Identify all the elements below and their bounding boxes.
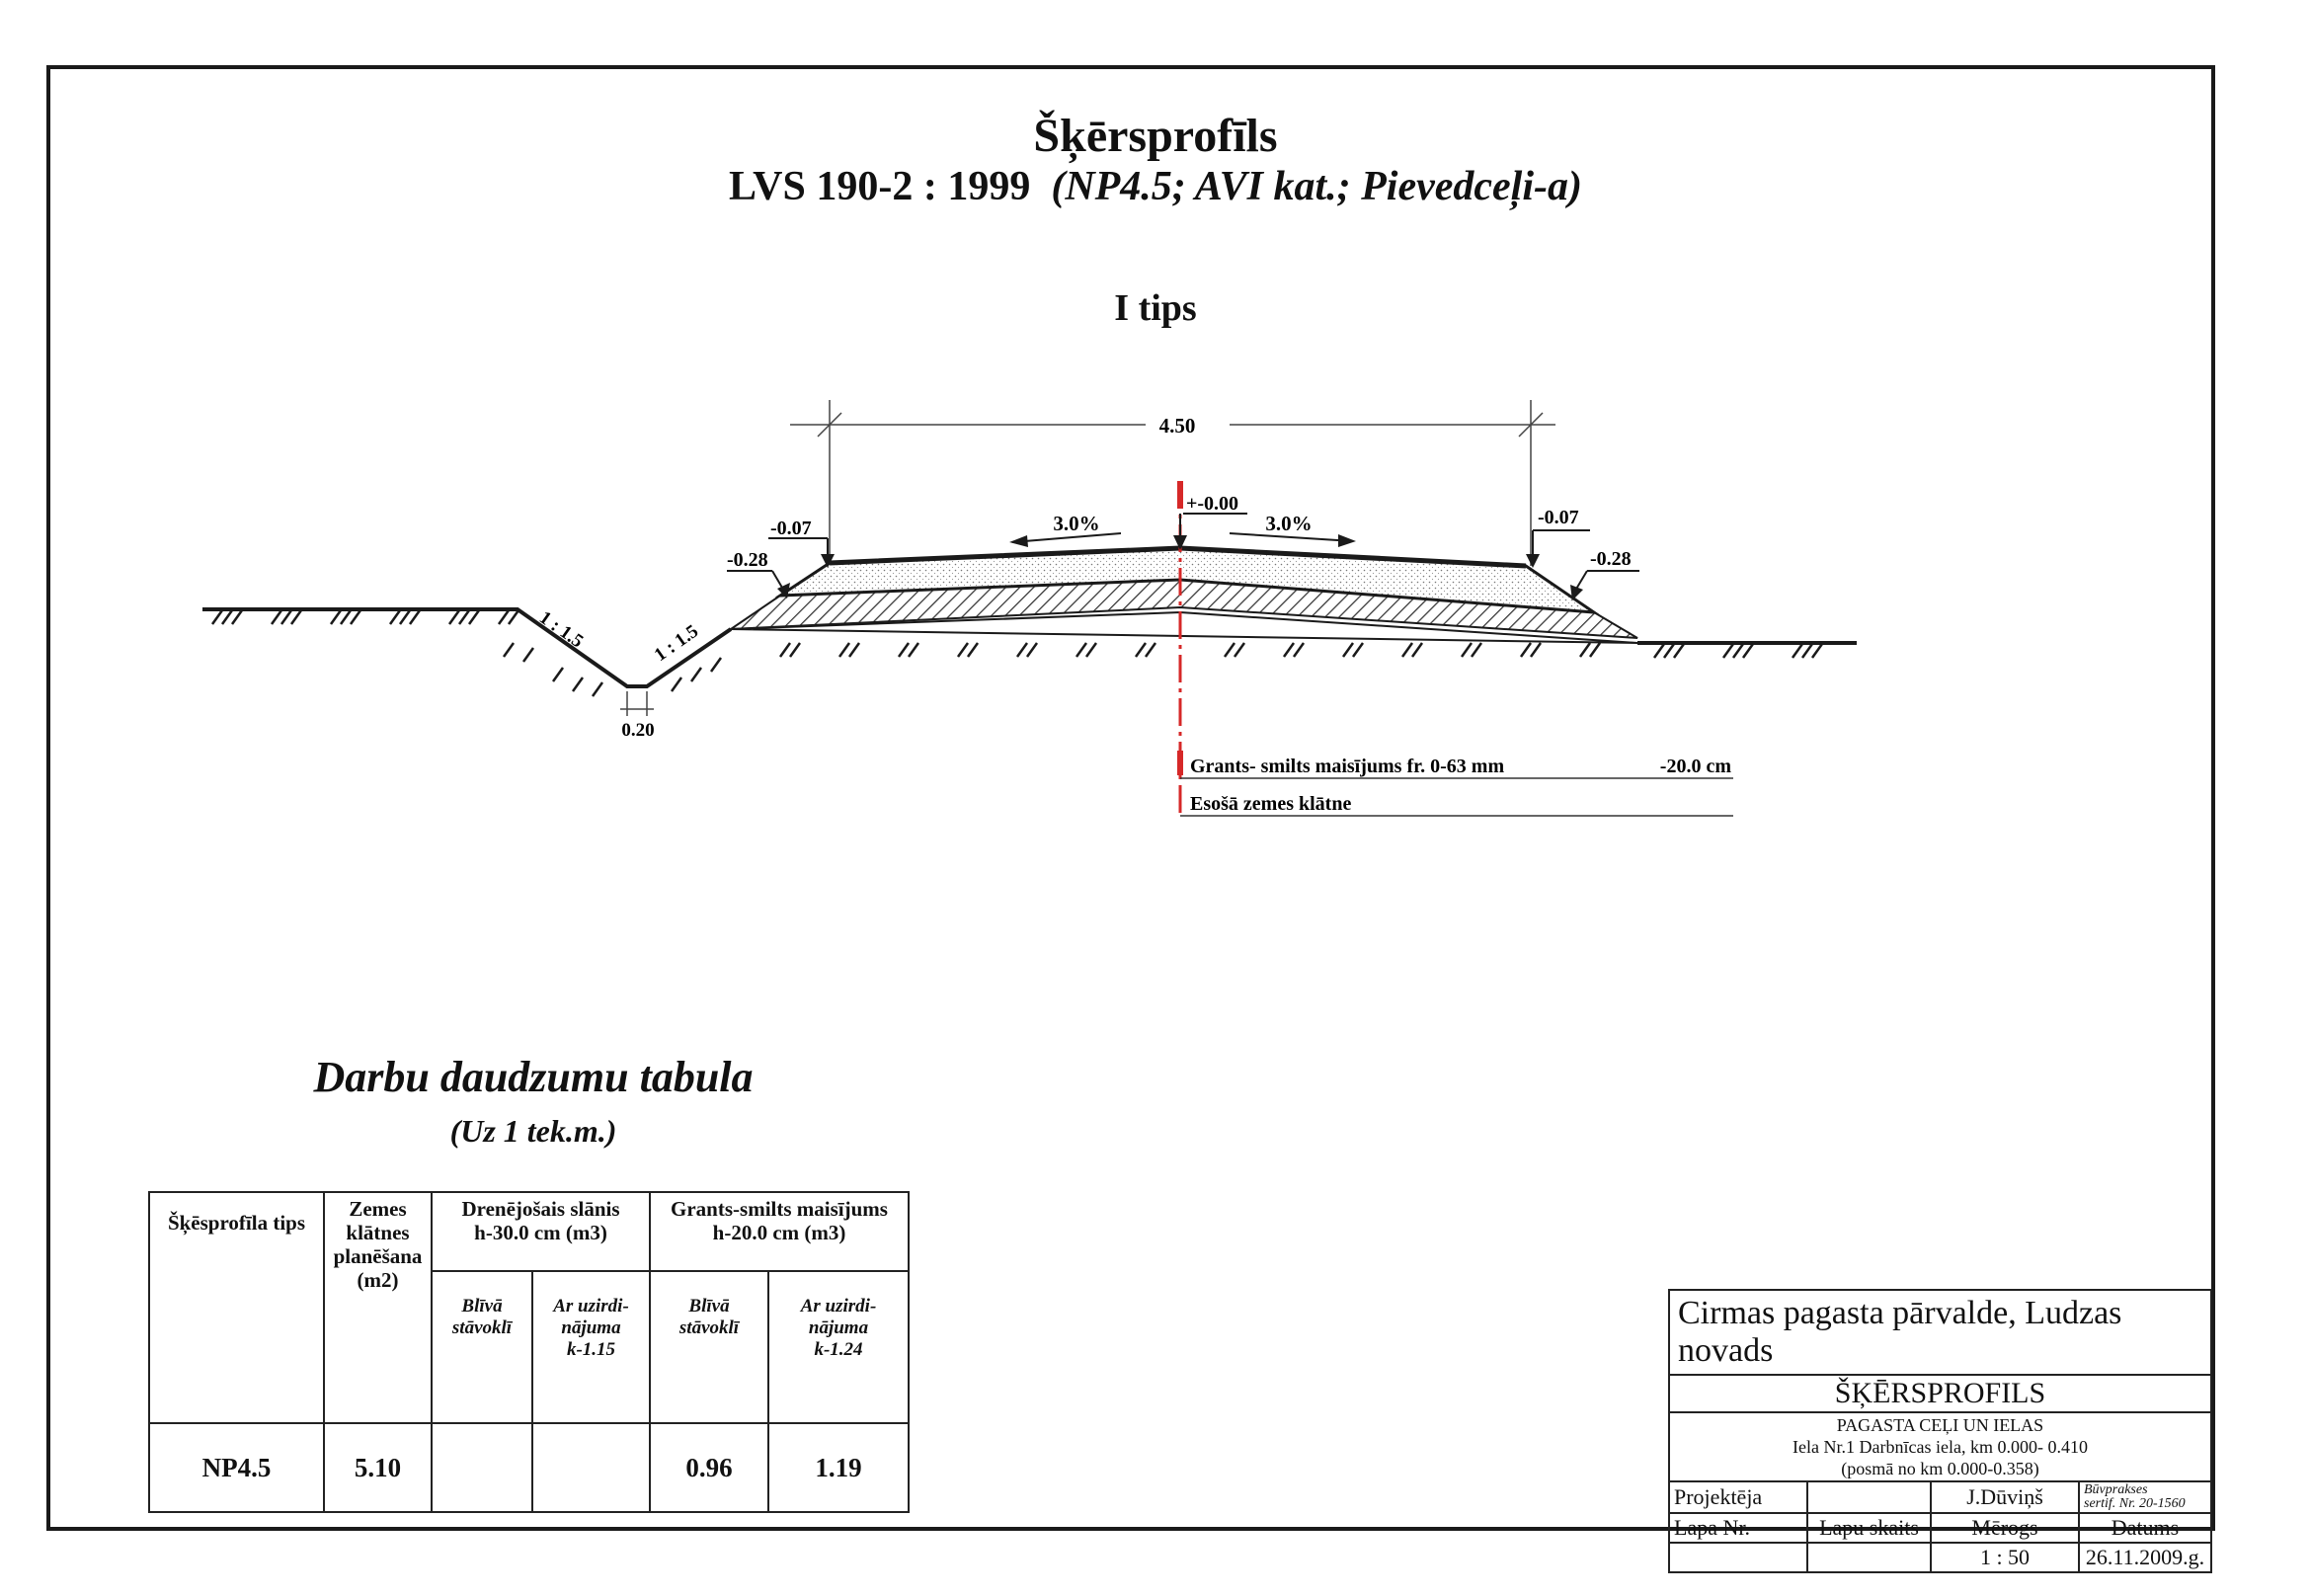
drawing-title: Šķērsprofīls: [1033, 110, 1278, 162]
ground-line: [202, 607, 1857, 688]
left-edge-top-label: -0.07: [770, 518, 812, 539]
sheets-value: [1806, 1542, 1932, 1573]
ditch-outer-slope-label: 1 : 1.5: [535, 607, 587, 652]
cell-type: NP4.5: [148, 1422, 325, 1513]
header-gravel-dense: Blīvā stāvoklī: [649, 1270, 769, 1424]
cell-gravel-dense: 0.96: [649, 1422, 769, 1513]
designer-empty: [1806, 1480, 1932, 1514]
header-planing: Zemes klātnes planēšana (m2): [323, 1191, 433, 1424]
cross-section-diagram: 4.50 +-0.00 3.0% 3.0% -0.07 -0.28 -0.07 …: [202, 400, 1857, 817]
standard-code: LVS 190-2 : 1999: [729, 164, 1031, 209]
profile-type: I tips: [1114, 287, 1197, 329]
ditch-bottom-label: 0.20: [621, 720, 654, 741]
right-edge-top-arrow: [1526, 554, 1540, 568]
left-edge-top-arrow: [821, 554, 835, 568]
sheets-label: Lapu skaits: [1806, 1512, 1932, 1544]
standard-line: LVS 190-2 : 1999 (NP4.5; AVI kat.; Pieve…: [0, 163, 2311, 210]
axis-elevation-label: +-0.00: [1186, 493, 1238, 515]
cell-planing: 5.10: [323, 1422, 433, 1513]
quantities-title: Darbu daudzumu tabula: [313, 1053, 754, 1101]
title-block: Cirmas pagasta pārvalde, Ludzas novads Š…: [1668, 1289, 2212, 1573]
title-block-project: PAGASTA CEĻI UN IELAS Iela Nr.1 Darbnīca…: [1668, 1411, 2212, 1482]
right-edge-leaders: [1532, 529, 1639, 592]
quantities-table: Šķēsprofīla tips Zemes klātnes planēšana…: [148, 1191, 910, 1513]
designer-label: Projektēja: [1668, 1480, 1808, 1514]
quantities-subtitle: (Uz 1 tek.m.): [449, 1113, 617, 1149]
slope-left-label: 3.0%: [1053, 512, 1099, 535]
layer-1-thickness: -20.0 cm: [1660, 756, 1732, 777]
width-label: 4.50: [1159, 414, 1196, 438]
title-block-organization: Cirmas pagasta pārvalde, Ludzas novads: [1668, 1289, 2212, 1376]
cell-gravel-loose: 1.19: [767, 1422, 910, 1513]
slope-left-arrow: [1009, 532, 1122, 547]
road-category: (NP4.5; AVI kat.; Pievedceļi-a): [1051, 164, 1582, 209]
title-block-drawing-name: ŠĶĒRSPROFILS: [1668, 1374, 2212, 1413]
header-gravel-loose: Ar uzirdi- nājuma k-1.24: [767, 1270, 910, 1424]
slope-right-arrow: [1229, 532, 1356, 547]
cell-drain-loose: [531, 1422, 651, 1513]
sheet-label: Lapa Nr.: [1668, 1512, 1808, 1544]
left-edge-bottom-label: -0.28: [727, 549, 768, 571]
right-edge-top-label: -0.07: [1538, 507, 1579, 528]
header-gravel: Grants-smilts maisījums h-20.0 cm (m3): [649, 1191, 910, 1272]
designer-certificate: Būvprakses sertif. Nr. 20-1560: [2078, 1480, 2212, 1514]
layer-2-name: Esošā zemes klātne: [1190, 793, 1351, 815]
scale-value: 1 : 50: [1930, 1542, 2080, 1573]
header-drain-loose: Ar uzirdi- nājuma k-1.15: [531, 1270, 651, 1424]
right-edge-bottom-arrow: [1570, 585, 1583, 600]
ditch-bottom-dimension: [620, 691, 654, 716]
table-row: NP4.5 5.10 0.96 1.19: [148, 1422, 910, 1513]
layer-1-name: Grants- smilts maisījums fr. 0-63 mm: [1190, 756, 1504, 777]
date-label: Datums: [2078, 1512, 2212, 1544]
date-value: 26.11.2009.g.: [2078, 1542, 2212, 1573]
header-drain-dense: Blīvā stāvoklī: [431, 1270, 533, 1424]
scale-label: Mērogs: [1930, 1512, 2080, 1544]
drawing-frame: [46, 65, 2215, 1531]
ground-hatching: [210, 609, 1824, 697]
cell-drain-dense: [431, 1422, 533, 1513]
axis-arrow-head: [1173, 535, 1187, 550]
designer-name: J.Dūviņš: [1930, 1480, 2080, 1514]
right-edge-bottom-label: -0.28: [1590, 548, 1632, 570]
header-type: Šķēsprofīla tips: [148, 1191, 325, 1424]
subgrade-layer: [730, 610, 1638, 644]
width-dimension: [790, 400, 1555, 566]
header-drainage: Drenējošais slānis h-30.0 cm (m3): [431, 1191, 651, 1272]
sheet-value: [1668, 1542, 1808, 1573]
ditch-inner-slope-label: 1 : 1.5: [651, 621, 702, 666]
slope-right-label: 3.0%: [1265, 512, 1312, 535]
left-edge-bottom-arrow: [777, 583, 790, 598]
